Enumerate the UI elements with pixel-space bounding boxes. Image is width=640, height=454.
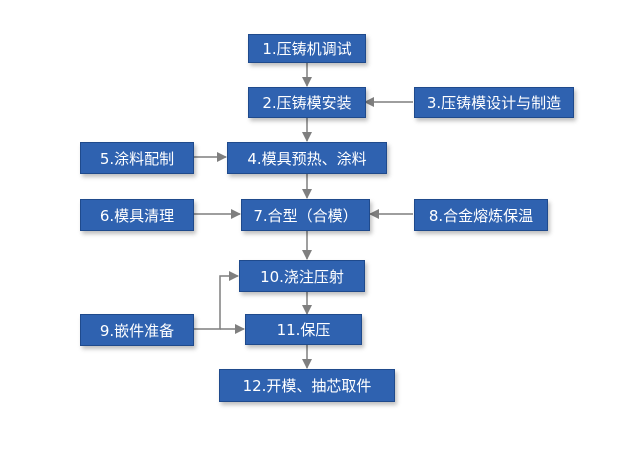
step-1-box: 1.压铸机调试	[248, 34, 366, 63]
step-5-box: 5.涂料配制	[80, 142, 194, 174]
step-4-box: 4.模具预热、涂料	[227, 142, 387, 174]
connector-9-branch	[194, 271, 239, 330]
step-2-box: 2.压铸模安装	[248, 87, 366, 118]
step-11-box: 11.保压	[245, 314, 362, 345]
step-8-box: 8.合金熔炼保温	[414, 199, 548, 231]
step-7-box: 7.合型（合模）	[241, 199, 370, 231]
step-10-box: 10.浇注压射	[239, 260, 365, 292]
step-3-box: 3.压铸模设计与制造	[414, 87, 574, 118]
step-12-box: 12.开模、抽芯取件	[219, 369, 395, 402]
step-9-box: 9.嵌件准备	[80, 314, 194, 346]
step-6-box: 6.模具清理	[80, 199, 194, 231]
